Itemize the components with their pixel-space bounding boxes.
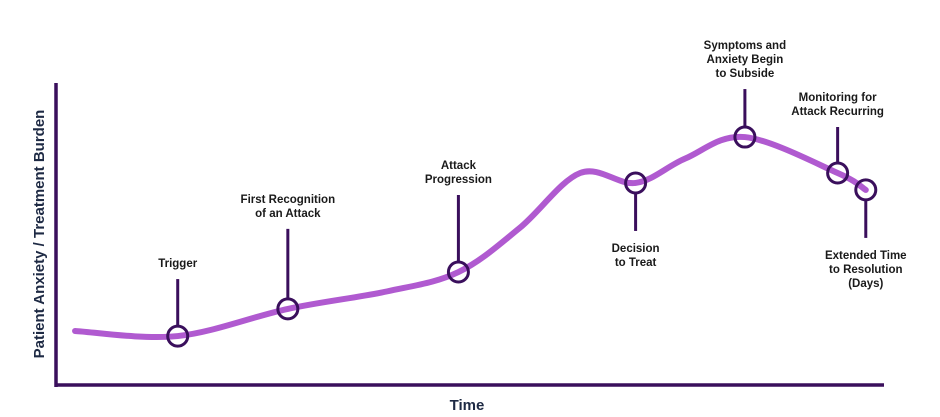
event-label: Monitoring for: [799, 92, 877, 104]
burden-curve: [72, 133, 869, 341]
event-label: Decision: [612, 243, 660, 255]
event-label: to Resolution: [829, 264, 902, 276]
event-label: of an Attack: [255, 208, 321, 220]
event-label: First Recognition: [241, 194, 336, 206]
event-extended-time: Extended Time to Resolution (Days): [825, 178, 907, 290]
event-decision-to-treat: Decision to Treat: [612, 171, 660, 269]
event-label: Symptoms and: [704, 40, 786, 52]
event-label: (Days): [848, 278, 883, 290]
event-marker-circle: [854, 178, 878, 202]
event-label: to Treat: [615, 257, 657, 269]
event-label: Anxiety Begin: [707, 54, 784, 66]
event-marker-circle: [624, 171, 648, 195]
event-marker-circle: [733, 125, 757, 149]
event-markers: Trigger First Recognition of an Attack Atta…: [158, 40, 907, 348]
event-label: to Subside: [716, 68, 775, 80]
event-marker-circle: [166, 324, 190, 348]
event-marker-circle: [276, 297, 300, 321]
event-label: Attack Recurring: [791, 106, 884, 118]
event-label: Progression: [425, 174, 492, 186]
y-axis-title: Patient Anxiety / Treatment Burden: [31, 110, 48, 359]
event-label: Trigger: [158, 258, 198, 270]
x-axis-title: Time: [450, 397, 485, 414]
event-trigger: Trigger: [158, 258, 198, 348]
event-first-recognition: First Recognition of an Attack: [241, 194, 336, 321]
event-marker-circle: [826, 161, 850, 185]
event-marker-circle: [446, 260, 470, 284]
event-label: Extended Time: [825, 250, 907, 262]
event-label: Attack: [441, 160, 477, 172]
